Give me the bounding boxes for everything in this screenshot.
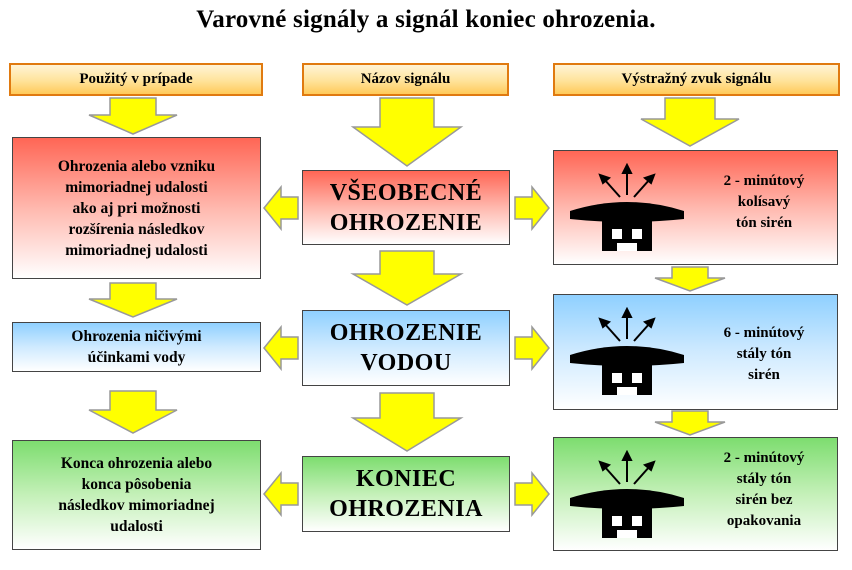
case-line: mimoriadnej udalosti — [65, 178, 208, 196]
left-arrow — [263, 184, 299, 232]
down-arrow — [640, 97, 740, 147]
down-arrow — [88, 282, 178, 318]
sound-box-flood: 6 - minútový stály tón sirén — [553, 294, 838, 410]
signal-name-line: VODOU — [360, 350, 452, 376]
case-line: udalosti — [110, 518, 163, 535]
case-line: Ohrozenia ničivými — [71, 328, 202, 345]
case-line: mimoriadnej udalosti — [65, 241, 208, 259]
sound-description: 2 - minútový kolísavý tón sirén — [694, 171, 834, 234]
left-arrow — [263, 470, 299, 518]
header-warning-sound: Výstražný zvuk signálu — [553, 63, 840, 96]
signal-box-general-threat: VŠEOBECNÉ OHROZENIE — [302, 170, 510, 245]
sound-line: stály tón — [736, 346, 792, 362]
down-arrow — [654, 266, 726, 292]
down-arrow — [350, 392, 464, 452]
sound-line: 2 - minútový — [723, 173, 805, 189]
case-line: Konca ohrozenia alebo — [60, 455, 213, 472]
sound-line: kolísavý — [737, 194, 791, 210]
sound-line: sirén — [748, 367, 780, 383]
sound-line: 6 - minútový — [723, 325, 805, 341]
case-line: následkov mimoriadnej — [58, 497, 215, 514]
case-box-flood: Ohrozenia ničivými účinkami vody — [12, 322, 261, 372]
left-arrow — [263, 324, 299, 372]
sound-line: tón sirén — [735, 215, 793, 231]
header-used-in-case: Použitý v prípade — [9, 63, 263, 96]
signal-name-line: VŠEOBECNÉ — [329, 179, 483, 206]
right-arrow — [514, 324, 550, 372]
right-arrow — [514, 470, 550, 518]
right-arrow — [514, 184, 550, 232]
sound-box-end-threat: 2 - minútový stály tón sirén bez opakova… — [553, 437, 838, 551]
header-signal-name: Názov signálu — [302, 63, 509, 96]
case-line: účinkami vody — [87, 349, 186, 366]
signal-box-end-threat: KONIEC OHROZENIA — [302, 456, 510, 532]
sound-line: sirén bez — [735, 492, 793, 508]
signal-box-flood: OHROZENIE VODOU — [302, 310, 510, 386]
page-title: Varovné signály a signál koniec ohrozeni… — [196, 6, 656, 33]
case-line: rozšírenia následkov — [68, 220, 205, 238]
signal-name-line: OHROZENIE — [329, 209, 483, 236]
case-line: Ohrozenia alebo vzniku — [57, 157, 216, 175]
sound-description: 2 - minútový stály tón sirén bez opakova… — [694, 448, 834, 532]
sound-box-general-threat: 2 - minútový kolísavý tón sirén — [553, 150, 838, 265]
down-arrow — [88, 97, 178, 135]
case-box-end-threat: Konca ohrozenia alebo konca pôsobenia ná… — [12, 440, 261, 550]
down-arrow — [350, 250, 464, 306]
siren-icon — [570, 307, 684, 395]
sound-line: 2 - minútový — [723, 450, 805, 466]
siren-icon — [570, 163, 684, 251]
sound-line: opakovania — [726, 513, 802, 529]
signal-name-line: OHROZENIE — [329, 320, 483, 346]
case-line: konca pôsobenia — [81, 476, 192, 493]
down-arrow — [654, 410, 726, 436]
signal-name-line: KONIEC — [355, 466, 457, 492]
siren-icon — [570, 450, 684, 538]
down-arrow — [350, 97, 464, 167]
case-line: ako aj pri možnosti — [72, 199, 201, 217]
sound-description: 6 - minútový stály tón sirén — [694, 323, 834, 386]
down-arrow — [88, 390, 178, 434]
sound-line: stály tón — [736, 471, 792, 487]
signal-name-line: OHROZENIA — [329, 496, 483, 522]
case-box-general-threat: Ohrozenia alebo vzniku mimoriadnej udalo… — [12, 137, 261, 279]
